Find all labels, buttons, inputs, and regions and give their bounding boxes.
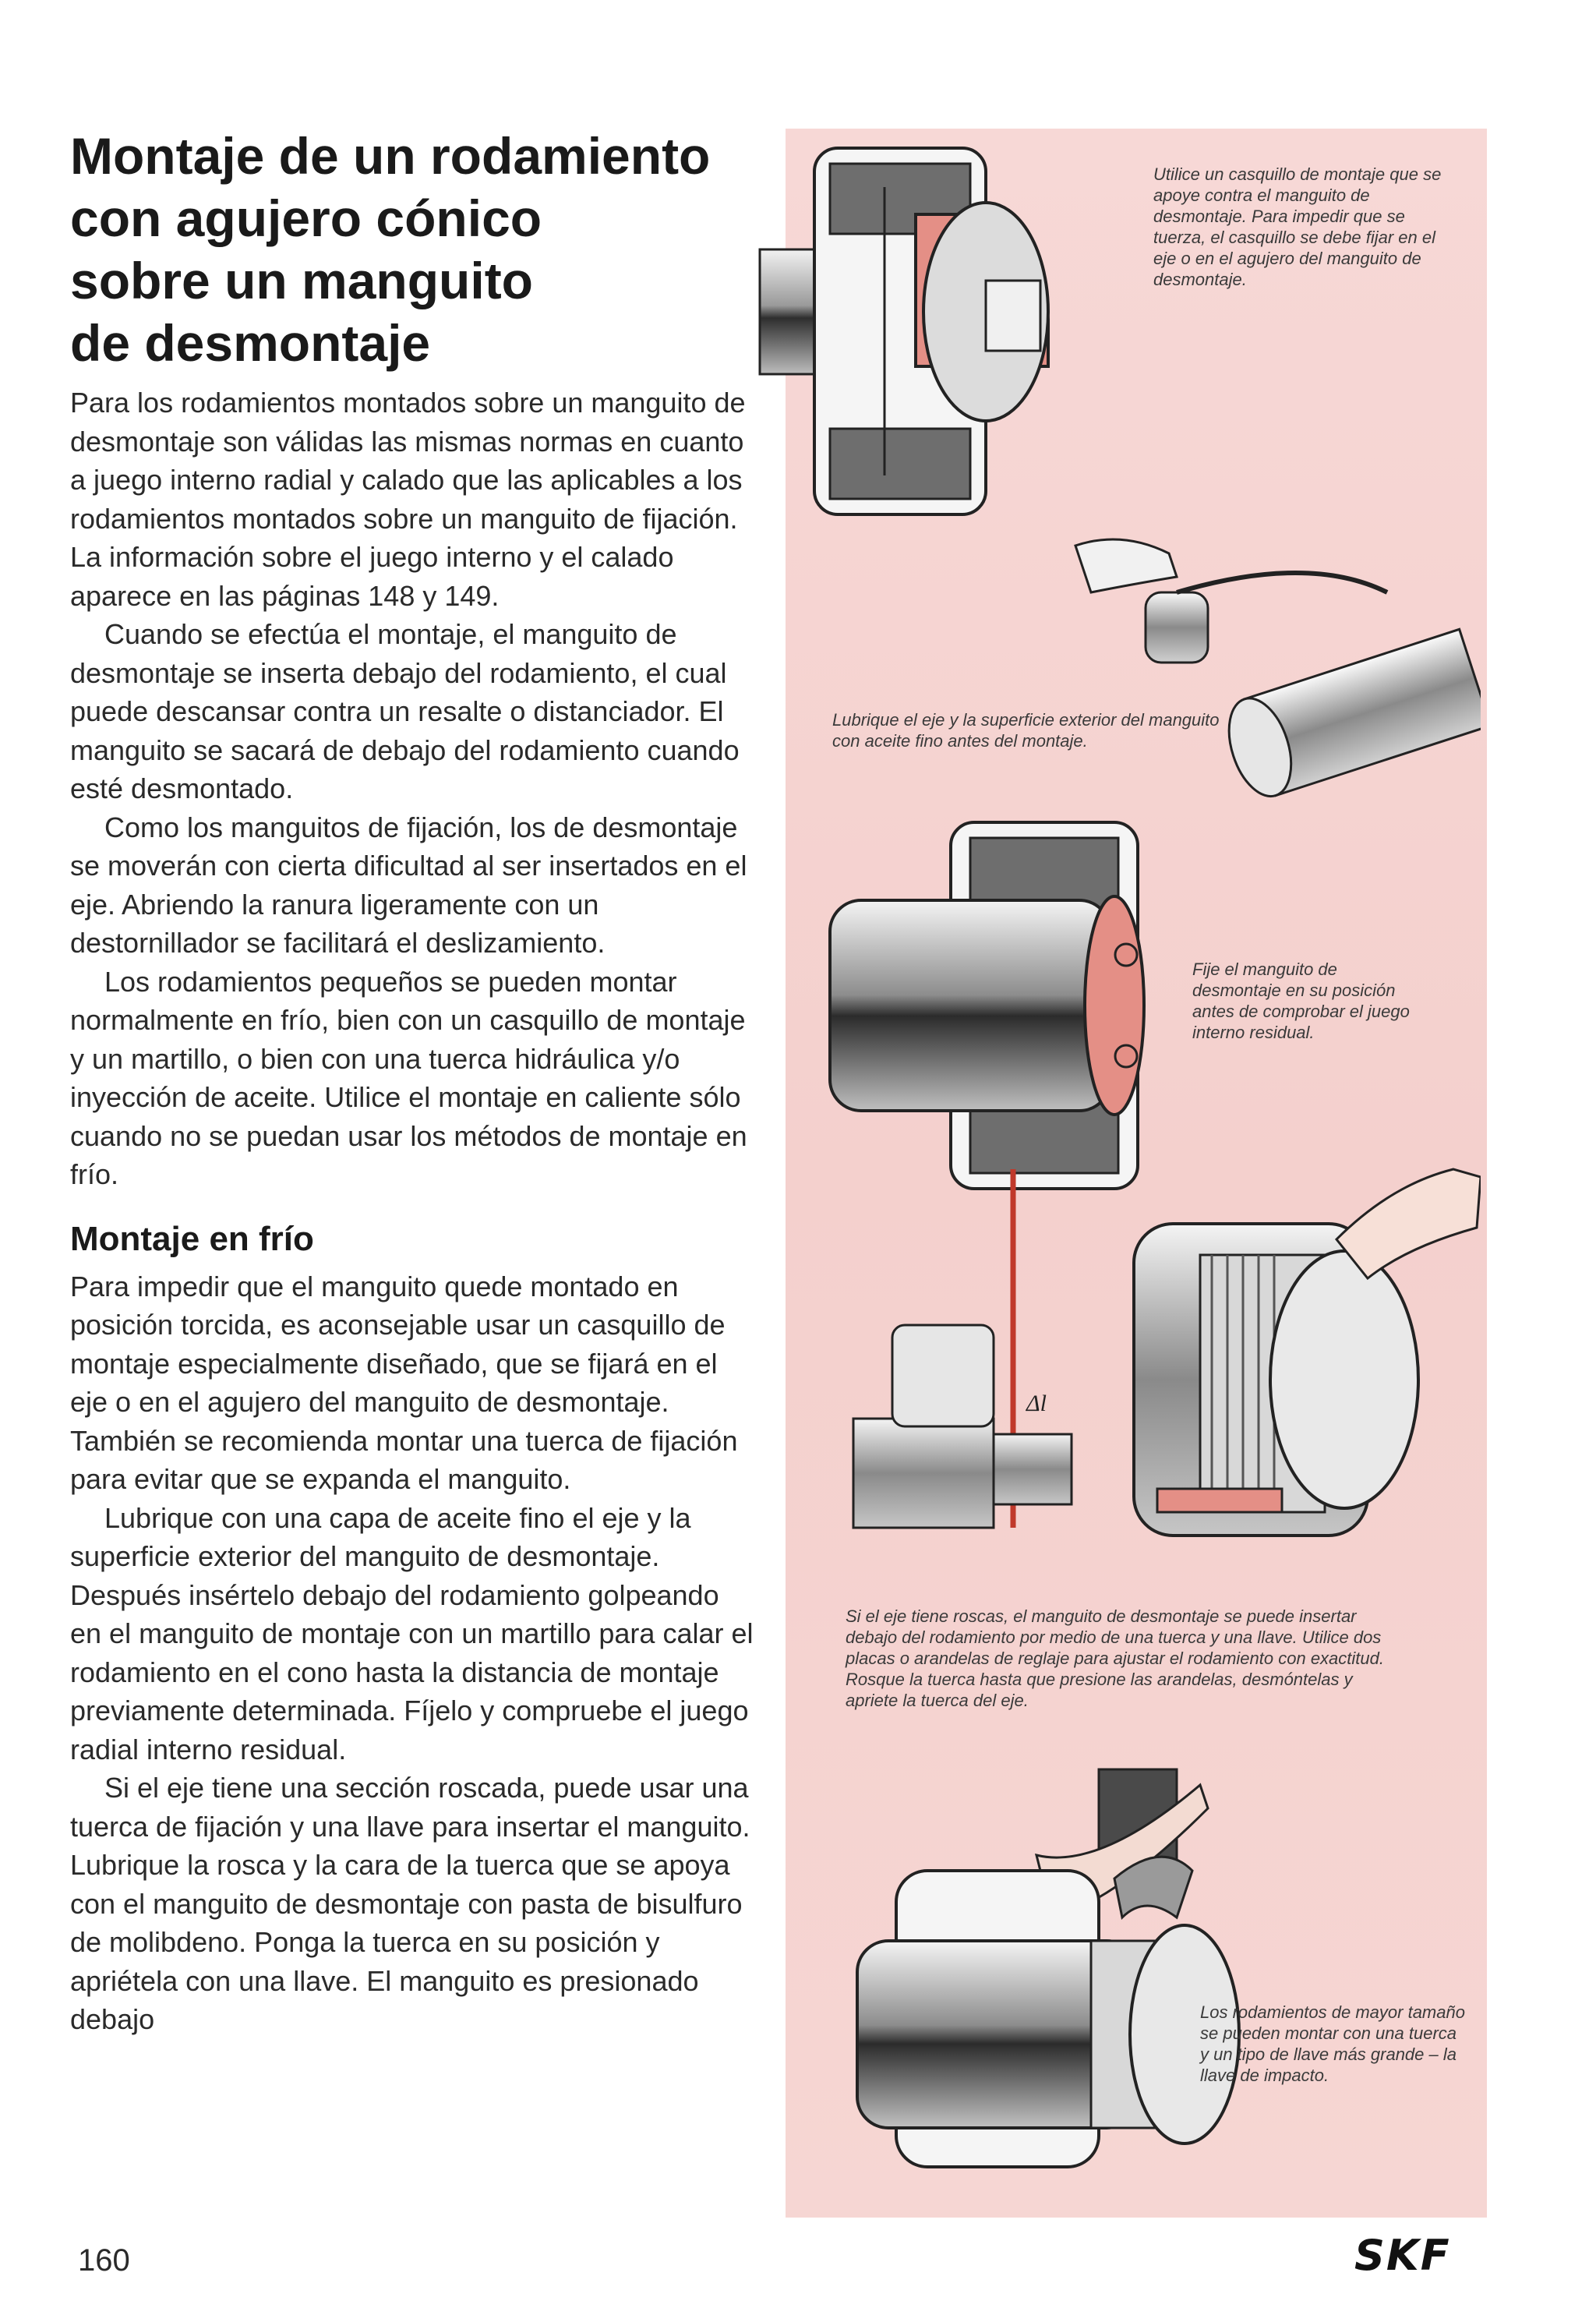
section-heading: Montaje en frío bbox=[70, 1219, 314, 1258]
caption-mounting-sleeve: Utilice un casquillo de montaje que se a… bbox=[1153, 164, 1442, 289]
title-line: con agujero cónico bbox=[70, 189, 542, 247]
oil-can-illustration bbox=[1074, 538, 1481, 798]
delta-l-label: Δl bbox=[1026, 1391, 1047, 1416]
caption-impact-wrench: Los rodamientos de mayor tamaño se puede… bbox=[1200, 2002, 1465, 2085]
caption-fix-sleeve: Fije el manguito de desmontaje en su pos… bbox=[1192, 960, 1410, 1042]
mounting-sleeve-illustration bbox=[758, 147, 1050, 516]
paragraph: Para impedir que el manguito quede monta… bbox=[70, 1270, 738, 1496]
sleeve-position-illustration bbox=[828, 821, 1146, 1190]
page-number: 160 bbox=[78, 2243, 130, 2278]
text-column: Montaje de un rodamiento con agujero cón… bbox=[70, 125, 756, 2039]
skf-logo: SKF bbox=[1354, 2231, 1451, 2280]
impact-wrench-illustration bbox=[856, 1768, 1241, 2168]
title-line: de desmontaje bbox=[70, 314, 431, 372]
paragraph: Cuando se efectúa el montaje, el manguit… bbox=[70, 618, 740, 804]
caption-threaded-shaft: Si el eje tiene roscas, el manguito de d… bbox=[846, 1606, 1384, 1710]
paragraph: Los rodamientos pequeños se pueden monta… bbox=[70, 965, 747, 1191]
caption-lubricate: Lubrique el eje y la superficie exterior… bbox=[832, 710, 1220, 751]
threaded-shaft-illustration: Δl bbox=[852, 1168, 1481, 1537]
page-title: Montaje de un rodamiento con agujero cón… bbox=[70, 125, 756, 374]
paragraph: Para los rodamientos montados sobre un m… bbox=[70, 387, 746, 612]
title-line: Montaje de un rodamiento bbox=[70, 127, 711, 185]
paragraph: Si el eje tiene una sección roscada, pue… bbox=[70, 1772, 750, 2035]
paragraph: Lubrique con una capa de aceite fino el … bbox=[70, 1501, 754, 1765]
paragraph: Como los manguitos de fijación, los de d… bbox=[70, 811, 747, 960]
title-line: sobre un manguito bbox=[70, 252, 533, 309]
